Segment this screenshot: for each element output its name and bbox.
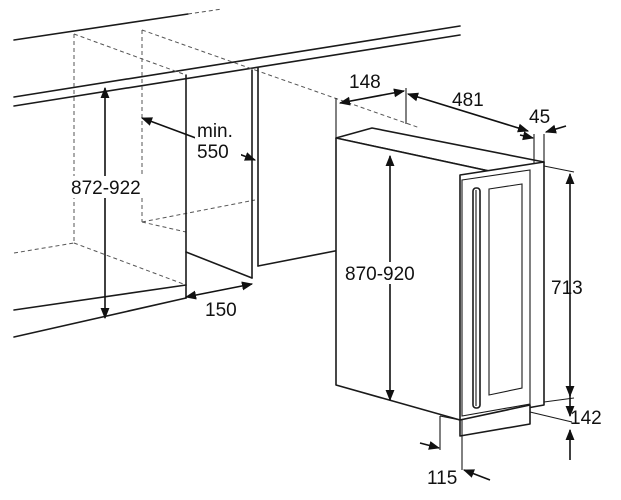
label-appliance-width: 148	[349, 72, 381, 93]
label-appliance-depth: 481	[452, 90, 484, 111]
label-niche-height: 872-922	[71, 178, 141, 199]
label-niche-depth: 550	[197, 142, 229, 163]
label-appliance-height: 870-920	[345, 264, 415, 285]
dimension-labels: 872-922 min. 550 150 148 481 45 870-920 …	[70, 72, 602, 489]
label-plinth-height: 142	[570, 408, 602, 429]
label-niche-depth-min: min.	[197, 121, 233, 142]
door	[461, 169, 531, 417]
plinth	[459, 404, 531, 437]
kitchen-niche	[13, 8, 461, 338]
label-door-offset: 45	[529, 107, 550, 128]
dimension-lines	[100, 86, 575, 481]
label-niche-width: 150	[205, 300, 237, 321]
label-door-height: 713	[551, 278, 583, 299]
glass-pane	[488, 183, 523, 396]
label-plinth-depth: 115	[427, 468, 457, 489]
